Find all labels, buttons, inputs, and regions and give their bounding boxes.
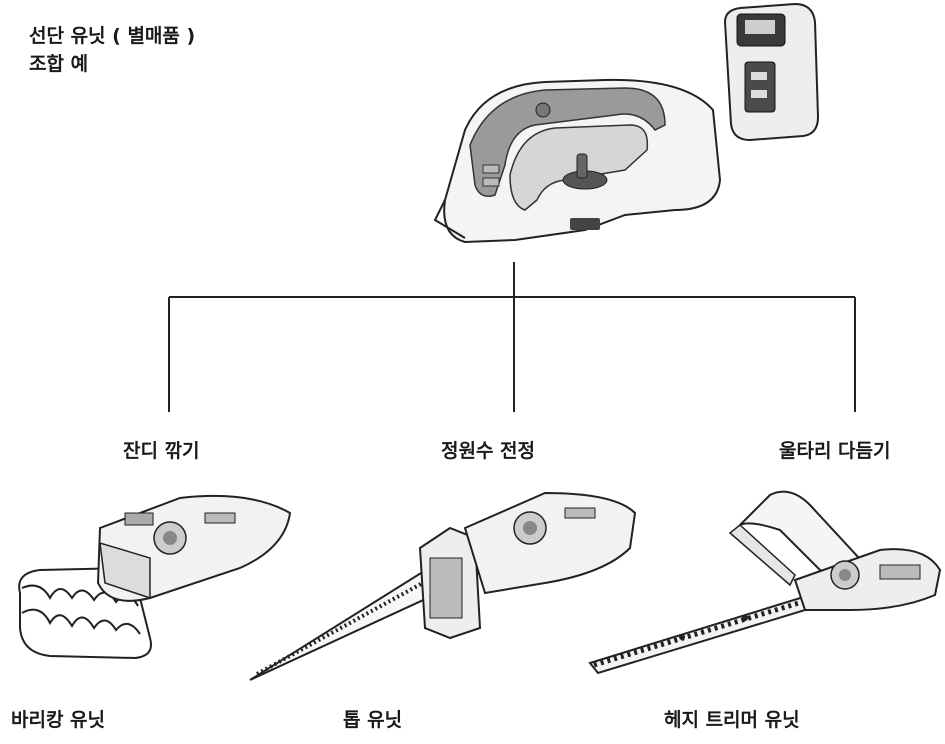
unit-label-saw: 톱 유닛 bbox=[343, 709, 403, 731]
battery-pack-icon bbox=[723, 2, 820, 142]
heading-title: 선단 유닛 ( 별매품 ) bbox=[29, 25, 196, 47]
saw-unit-icon bbox=[249, 491, 637, 681]
unit-label-hedge: 헤지 트리머 유닛 bbox=[664, 709, 800, 731]
page-heading: 선단 유닛 ( 별매품 ) 조합 예 bbox=[29, 22, 195, 78]
heading-subtitle: 조합 예 bbox=[29, 53, 89, 75]
unit-label-shear: 바리캉 유닛 bbox=[11, 709, 106, 731]
cordless-tool-body-icon bbox=[433, 78, 722, 244]
use-label-lawn: 잔디 깎기 bbox=[123, 440, 200, 462]
use-label-hedge: 울타리 다듬기 bbox=[779, 440, 891, 462]
hedge-trimmer-unit-icon bbox=[588, 490, 942, 675]
use-label-pruning: 정원수 전정 bbox=[441, 440, 536, 462]
grass-shear-unit-icon bbox=[18, 494, 292, 660]
